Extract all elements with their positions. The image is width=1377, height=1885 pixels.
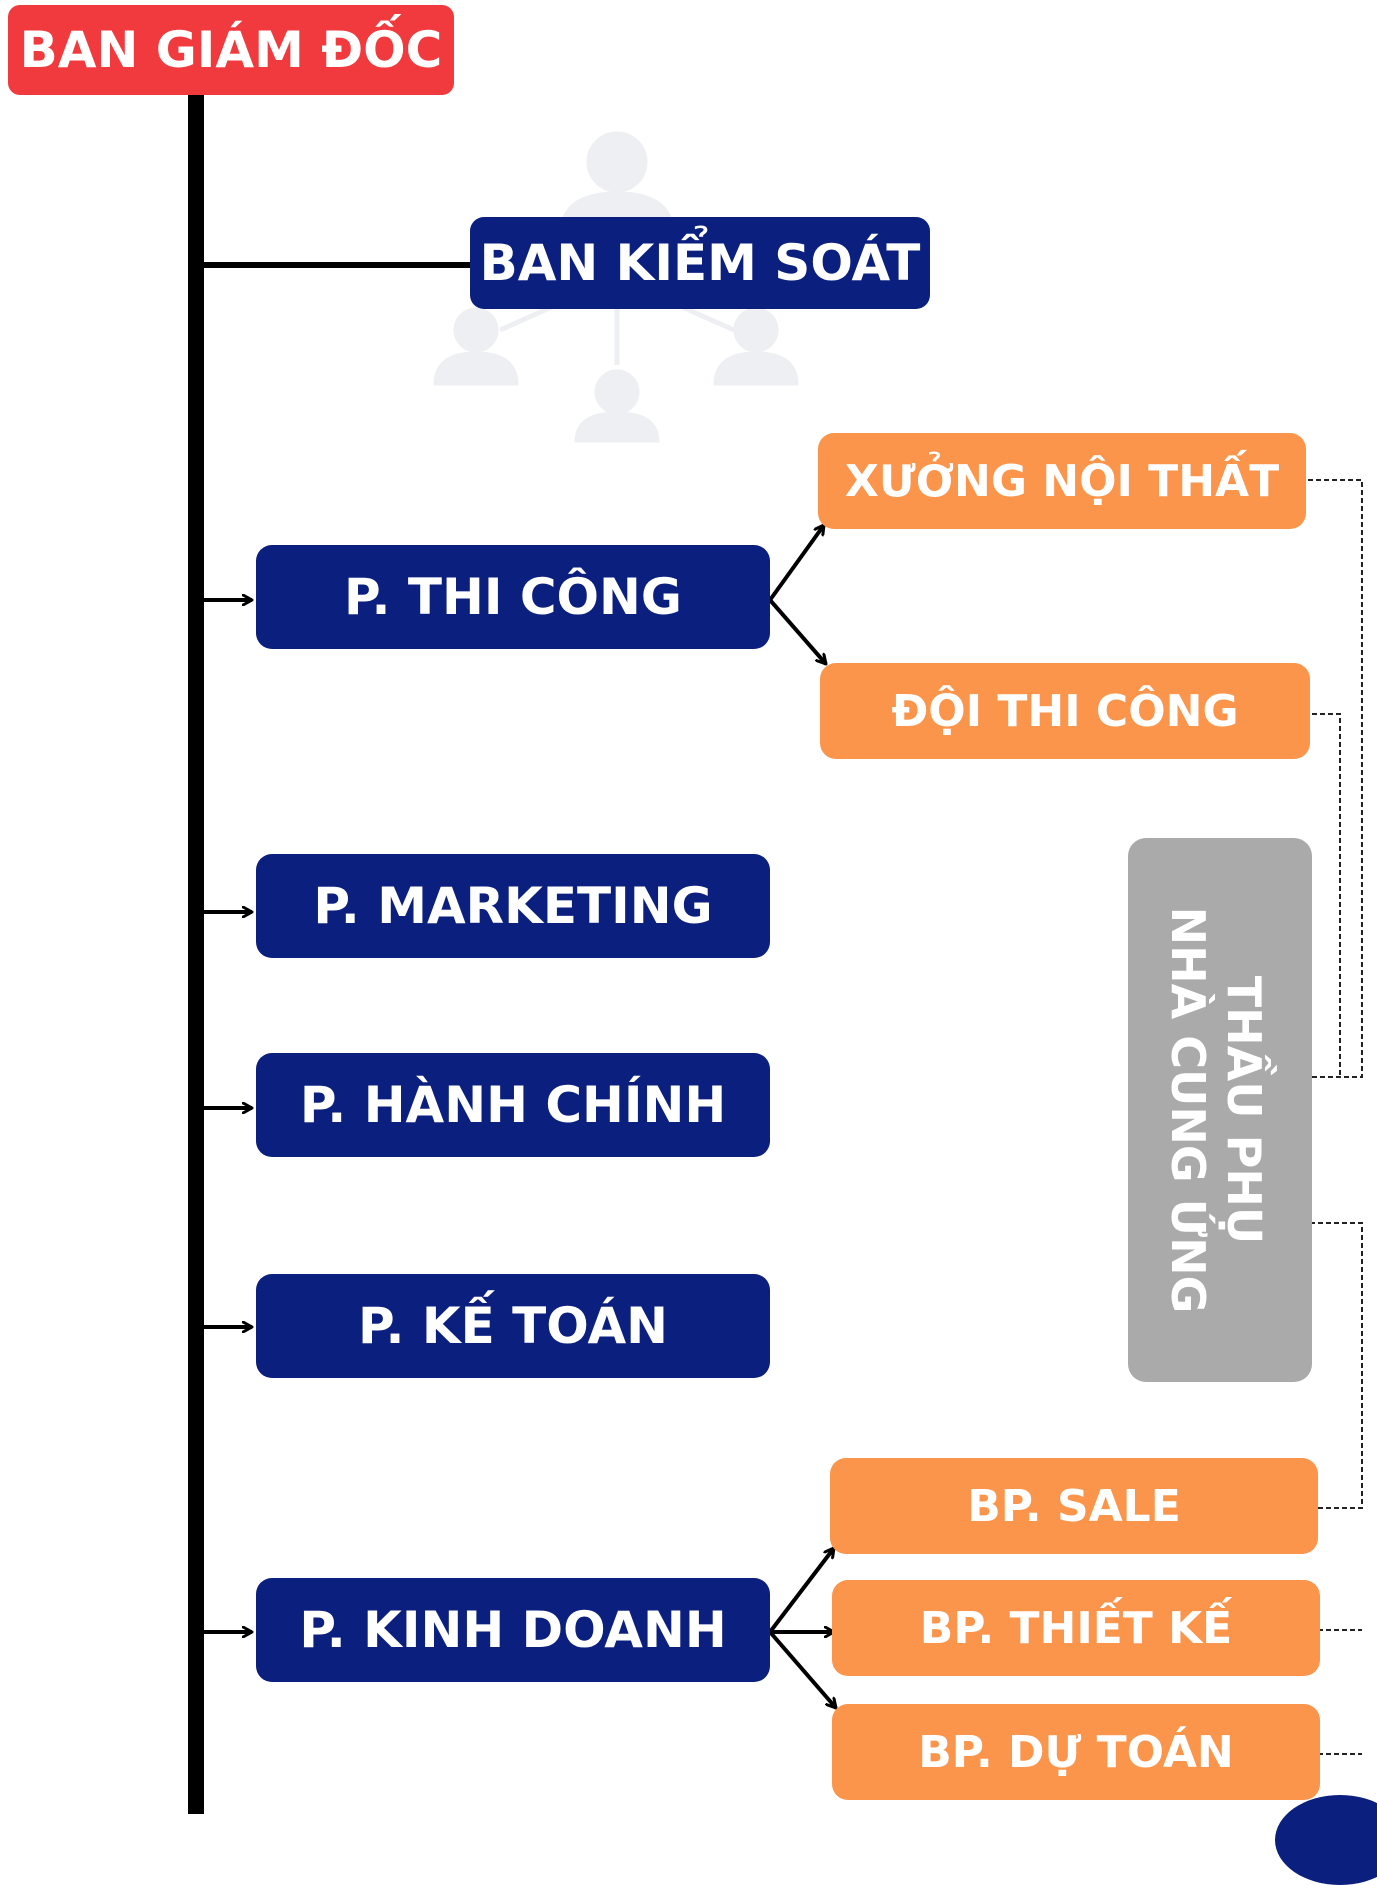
estimate-unit-label: BP. DỰ TOÁN: [918, 1726, 1234, 1778]
construction-dept-box: P. THI CÔNG: [256, 545, 770, 649]
arrow-to-estimate: [768, 1630, 838, 1708]
control-board-box: BAN KIỂM SOÁT: [470, 217, 930, 309]
interior-workshop-box: XƯỞNG NỘI THẤT: [818, 433, 1306, 529]
subcontractor-box: THẦU PHỤ NHÀ CUNG ỨNG: [1128, 838, 1312, 1382]
interior-workshop-label: XƯỞNG NỘI THẤT: [844, 455, 1280, 507]
administration-dept-box: P. HÀNH CHÍNH: [256, 1053, 770, 1157]
marketing-dept-label: P. MARKETING: [313, 877, 713, 935]
accounting-dept-label: P. KẾ TOÁN: [358, 1297, 668, 1355]
business-dept-label: P. KINH DOANH: [299, 1601, 727, 1659]
arrow-to-crew: [768, 598, 828, 664]
design-unit-label: BP. THIẾT KẾ: [919, 1602, 1233, 1654]
construction-crew-box: ĐỘI THI CÔNG: [820, 663, 1310, 759]
marketing-dept-box: P. MARKETING: [256, 854, 770, 958]
supplier-label: NHÀ CUNG ỨNG: [1161, 906, 1215, 1314]
arrow-to-sale: [768, 1548, 836, 1634]
sale-unit-box: BP. SALE: [830, 1458, 1318, 1554]
arrow-to-workshop: [768, 525, 826, 602]
administration-dept-label: P. HÀNH CHÍNH: [299, 1076, 727, 1134]
accounting-dept-box: P. KẾ TOÁN: [256, 1274, 770, 1378]
construction-dept-label: P. THI CÔNG: [344, 568, 682, 626]
construction-crew-label: ĐỘI THI CÔNG: [891, 685, 1239, 737]
sale-unit-label: BP. SALE: [967, 1480, 1181, 1532]
subcontractor-bracket-lines: [1308, 479, 1363, 1755]
subcontractor-label: THẦU PHỤ: [1217, 975, 1271, 1245]
director-board-box: BAN GIÁM ĐỐC: [8, 5, 454, 95]
estimate-unit-box: BP. DỰ TOÁN: [832, 1704, 1320, 1800]
business-dept-box: P. KINH DOANH: [256, 1578, 770, 1682]
director-board-label: BAN GIÁM ĐỐC: [19, 21, 443, 79]
control-board-label: BAN KIỂM SOÁT: [479, 234, 921, 292]
design-unit-box: BP. THIẾT KẾ: [832, 1580, 1320, 1676]
